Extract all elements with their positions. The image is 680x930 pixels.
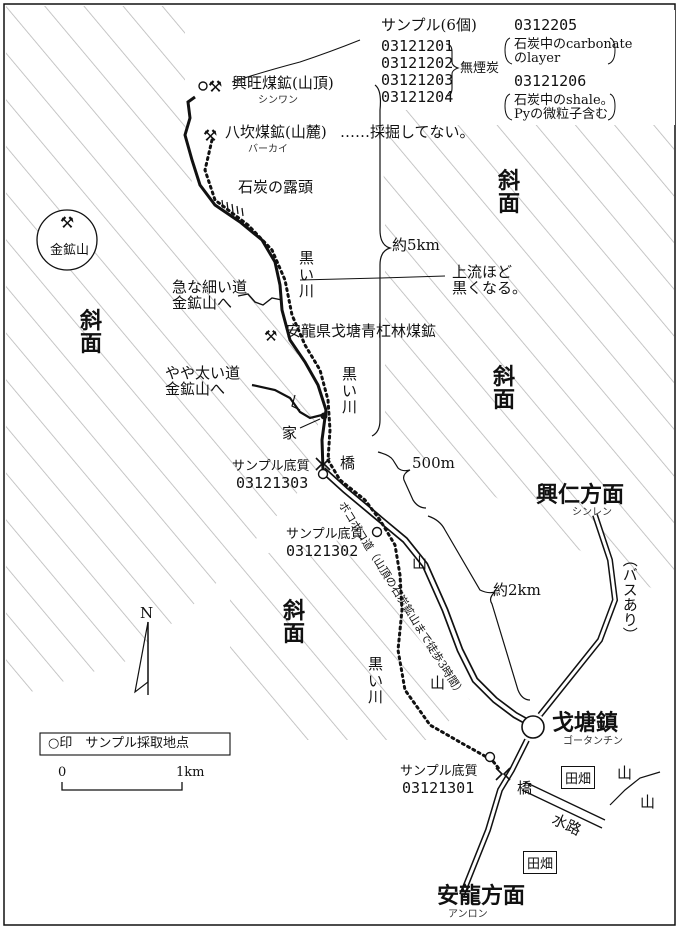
slope-area-east [380, 110, 674, 600]
north-label: N [140, 604, 154, 622]
note-206-text: 石炭中のshale。 Pyの微粒子含む [514, 93, 614, 122]
anthracite-label: 無煙炭 [460, 61, 500, 76]
note-206-id: 03121206 [514, 72, 587, 90]
anlong-reading: アンロン [448, 909, 488, 920]
sample-id-2: 03121202 [381, 54, 454, 72]
narrow-road-label: 急な細い道 金鉱山へ [172, 278, 248, 312]
house-marker [320, 412, 328, 420]
narrow-road [237, 293, 283, 306]
sample-point-302 [371, 526, 383, 538]
sample-id-1: 03121201 [381, 37, 454, 55]
gold-mine-label: 金鉱山 [50, 243, 90, 258]
outcrop-marks [221, 199, 244, 217]
sample-id-4: 03121204 [381, 88, 454, 106]
house-leader [299, 418, 321, 429]
distance-5km: 約5km [392, 236, 440, 254]
mountain-label-2: 山 [430, 674, 446, 692]
slope-area-west [6, 6, 318, 700]
upstream-leader [299, 275, 446, 281]
sample-302-id: 03121302 [286, 542, 359, 560]
mountain-label-3: 山 [617, 764, 633, 782]
black-river-label-1: 黒 い 川 [299, 249, 315, 300]
black-river [203, 138, 502, 772]
mine-xingwang-name: 興旺煤鉱(山頂) [232, 74, 334, 92]
sample-303-id: 03121303 [236, 474, 309, 492]
sample-point-summit [198, 81, 208, 91]
slope-label-e: 斜 面 [493, 364, 516, 414]
bridge-label-north: 橋 [340, 454, 356, 472]
mine-bakan-note: ……採掘してない。 [340, 123, 475, 141]
distance-500m: 500m [412, 454, 455, 472]
note-205-text: 石炭中のcarbonate のlayer [514, 37, 633, 66]
slope-area-south [230, 540, 470, 740]
mine-pick-icon-2: ⚒ [203, 126, 217, 145]
bus-note: （バスあり） [620, 552, 639, 642]
sample-point-303 [317, 468, 329, 480]
mine-bakan-name: 八坎煤鉱(山麓) [225, 123, 327, 141]
wide-road [251, 383, 323, 420]
upstream-note: 上流ほど 黒くなる。 [452, 263, 528, 297]
sample-id-3: 03121203 [381, 71, 454, 89]
scale-end-label: 1km [176, 765, 205, 780]
field-box-1: 田畑 [561, 766, 596, 789]
bridge-mark-south [495, 767, 511, 781]
mountain-label-1: 山 [412, 554, 428, 572]
sample-303-label: サンプル底質 [232, 459, 310, 474]
slope-label-ne: 斜 面 [498, 168, 521, 218]
bridge-label-south: 橋 [517, 779, 533, 797]
sample-301-id: 03121301 [402, 779, 475, 797]
mine-bakan-reading: バーカイ [248, 144, 288, 155]
water-channel [521, 781, 606, 829]
samples-header: サンプル(6個) [381, 16, 477, 34]
coal-mine-label: 安龍県戈塘青杠林煤鉱 [286, 322, 437, 340]
brace-2km [427, 515, 531, 701]
brace-500m [377, 451, 427, 509]
legend-text: ○印 サンプル採取地点 [48, 736, 189, 751]
outcrop-label: 石炭の露頭 [238, 178, 314, 196]
brace-samples [445, 43, 460, 97]
brace-5km [371, 84, 393, 437]
legend-box [39, 732, 231, 756]
gold-mine-pick-icon: ⚒ [60, 213, 74, 232]
mine-pick-icon-3: ⚒ [264, 327, 277, 345]
mine-xingwang-reading: シンワン [258, 95, 298, 106]
slope-label-w: 斜 面 [80, 308, 103, 358]
black-river-label-3: 黒 い 川 [368, 655, 384, 706]
scale-start-label: 0 [58, 765, 67, 780]
bridge-mark-north [315, 457, 331, 471]
sample-302-label: サンプル底質 [286, 527, 364, 542]
north-arrow-head [134, 621, 149, 694]
anlong-direction: 安龍方面 [437, 883, 526, 909]
distance-2km: 約2km [493, 581, 541, 599]
scale-bar [61, 782, 183, 791]
getang-town-name: 戈塘鎮 [552, 710, 619, 736]
mountain-road [183, 95, 328, 471]
getang-town-reading: ゴータンチン [563, 736, 623, 747]
slope-label-s: 斜 面 [283, 598, 306, 648]
xingren-reading: シンレン [572, 507, 612, 518]
note-205-id: 0312205 [514, 16, 578, 34]
map-border [3, 3, 676, 926]
samples-leader [231, 39, 361, 83]
gold-mine-circle [36, 209, 98, 271]
mountain-label-4: 山 [640, 793, 656, 811]
sample-point-301 [484, 751, 496, 763]
xingren-direction: 興仁方面 [536, 482, 625, 508]
house-label: 家 [282, 424, 298, 442]
sample-301-label: サンプル底質 [400, 764, 478, 779]
wide-road-label: やや太い道 金鉱山へ [165, 364, 241, 398]
black-river-label-2: 黒 い 川 [342, 365, 358, 416]
getang-town-marker [521, 715, 545, 739]
field-box-2: 田畑 [523, 851, 558, 874]
mine-pick-icon-1: ⚒ [208, 77, 222, 96]
